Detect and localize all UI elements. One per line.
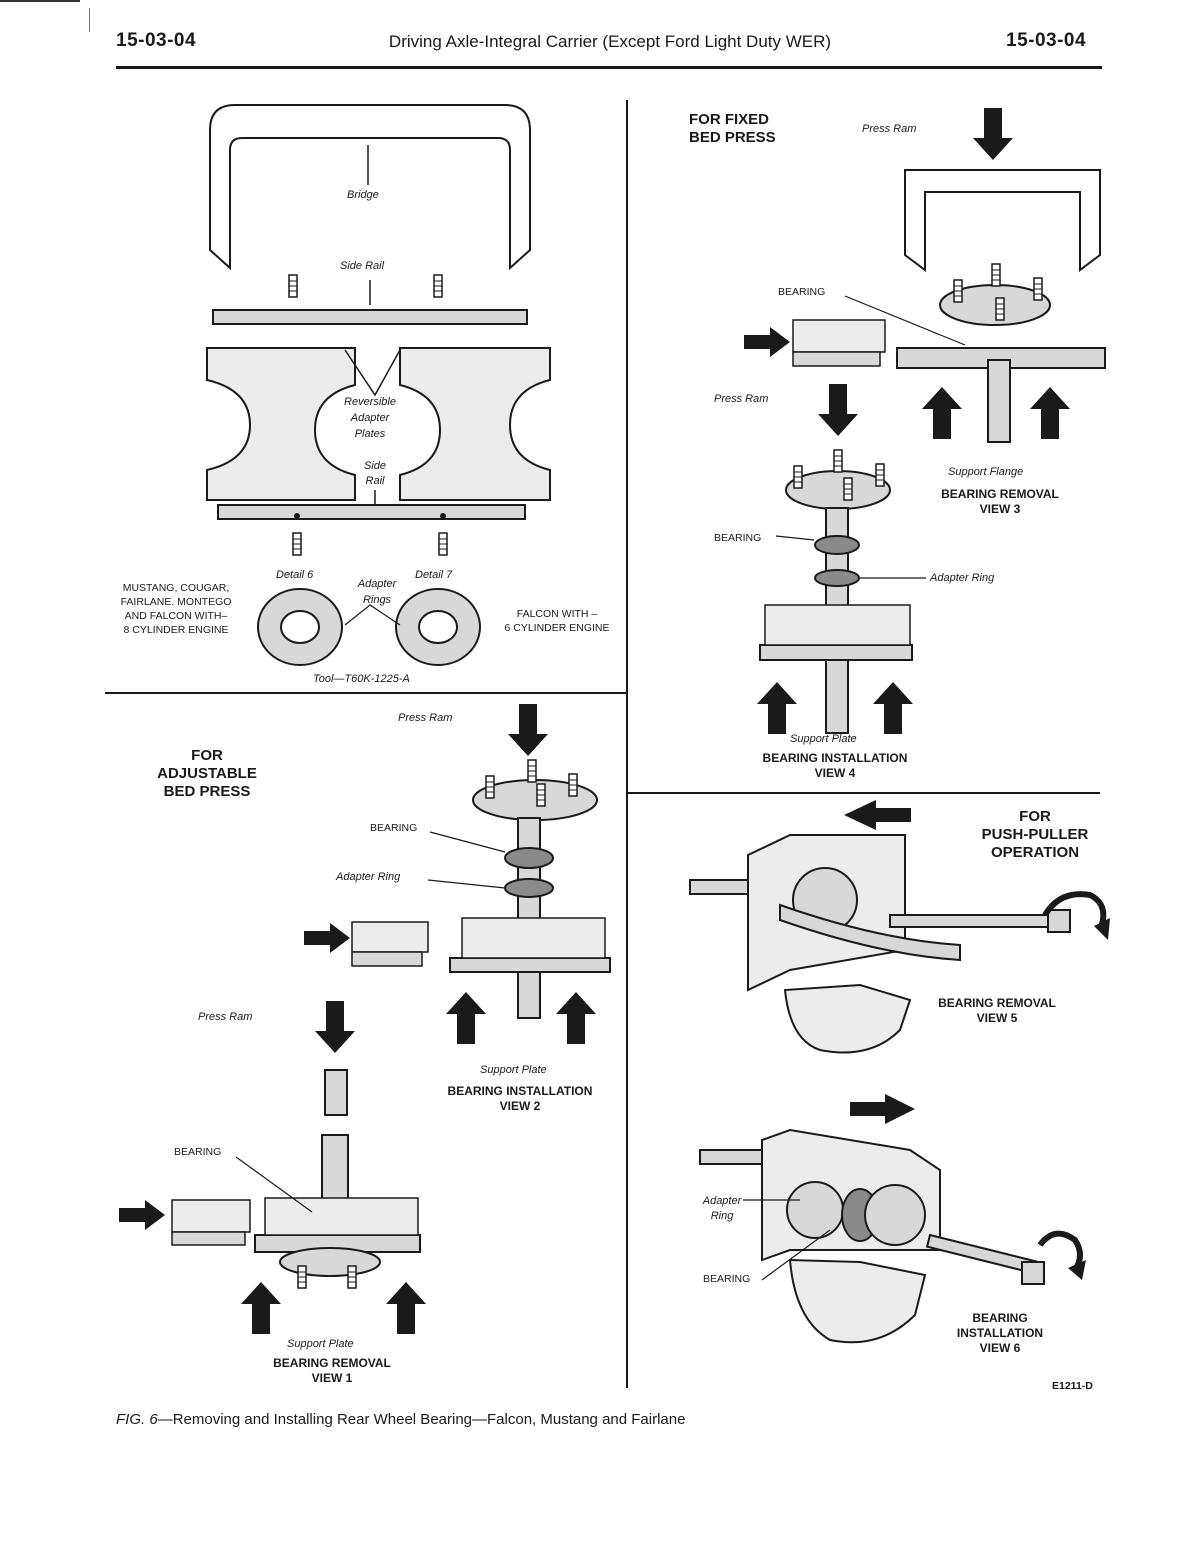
adapter-text: Adapter <box>350 412 390 424</box>
adjustable-heading-line-2: ADJUSTABLE <box>157 765 257 782</box>
support-plate-label-v1: Support Plate <box>287 1338 354 1350</box>
caption-v6-line-2: INSTALLATION <box>956 1326 1044 1340</box>
caption-v2-line-1: BEARING INSTALLATION <box>447 1084 593 1098</box>
caption-v4-line-1: BEARING INSTALLATION <box>762 751 908 765</box>
left-engine-note: MUSTANG, COUGAR, FAIRLANE. MONTEGO AND F… <box>108 581 244 637</box>
caption-view-4: BEARING INSTALLATION VIEW 4 <box>735 751 935 781</box>
caption-v1-line-1: BEARING REMOVAL <box>273 1356 391 1370</box>
left-note-line-3: AND FALCON WITH– <box>124 610 228 622</box>
push-puller-heading-line-1: FOR <box>1019 808 1051 825</box>
figure-caption: FIG. 6—Removing and Installing Rear Whee… <box>116 1411 685 1428</box>
header-rule <box>116 66 1102 69</box>
adapter-ring-v6-line-1: Adapter <box>702 1195 742 1207</box>
press-ram-label-v4: Press Ram <box>714 393 769 405</box>
caption-v6-line-1: BEARING <box>972 1311 1028 1325</box>
side-rail-bottom-label: Side Rail <box>355 459 395 489</box>
rail-text: Rail <box>365 475 385 487</box>
press-ram-label-v1: Press Ram <box>198 1011 253 1023</box>
support-flange-label: Support Flange <box>948 466 1024 478</box>
adjustable-heading-line-1: FOR <box>191 747 223 764</box>
caption-view-3: BEARING REMOVAL VIEW 3 <box>900 487 1100 517</box>
push-puller-heading-line-2: PUSH-PULLER <box>981 826 1089 843</box>
right-engine-note: FALCON WITH – 6 CYLINDER ENGINE <box>492 607 622 635</box>
adapter-ring-label-v2: Adapter Ring <box>336 871 401 883</box>
bridge-label: Bridge <box>347 189 379 201</box>
figure-caption-text: —Removing and Installing Rear Wheel Bear… <box>157 1411 686 1428</box>
fixed-heading-line-2: BED PRESS <box>689 129 776 146</box>
plates-text: Plates <box>354 428 386 440</box>
press-ram-label-v3: Press Ram <box>862 123 917 135</box>
corner-mark <box>0 0 80 2</box>
caption-view-1: BEARING REMOVAL VIEW 1 <box>232 1356 432 1386</box>
fixed-heading-line-1: FOR FIXED <box>689 111 770 128</box>
caption-v3-line-1: BEARING REMOVAL <box>941 487 1059 501</box>
right-note-line-1: FALCON WITH – <box>516 608 598 620</box>
left-note-line-2: FAIRLANE. MONTEGO <box>120 596 232 608</box>
adapter-ring-v6-line-2: Ring <box>710 1210 734 1222</box>
corner-tick <box>89 8 90 32</box>
detail-7-label: Detail 7 <box>415 569 453 581</box>
bearing-label-v6: BEARING <box>703 1273 751 1285</box>
adapter-rings-text-1: Adapter <box>357 578 397 590</box>
page-title: Driving Axle-Integral Carrier (Except Fo… <box>388 32 832 51</box>
figure-code: E1211-D <box>1052 1380 1093 1392</box>
push-puller-heading: FOR PUSH-PULLER OPERATION <box>960 808 1110 862</box>
reversible-text: Reversible <box>344 396 396 408</box>
bearing-label-v4: BEARING <box>714 532 762 544</box>
page-number-left: 15-03-04 <box>116 30 197 51</box>
adapter-ring-label-v6: Adapter Ring <box>694 1194 750 1224</box>
support-plate-label-v2: Support Plate <box>480 1064 547 1076</box>
caption-v5-line-2: VIEW 5 <box>976 1011 1018 1025</box>
adapter-rings-label: Adapter Rings <box>350 576 404 608</box>
caption-view-2: BEARING INSTALLATION VIEW 2 <box>420 1084 620 1114</box>
caption-v6-line-3: VIEW 6 <box>979 1341 1021 1355</box>
support-plate-label-v4: Support Plate <box>790 733 857 745</box>
adapter-rings-text-2: Rings <box>362 594 392 606</box>
bearing-label-v2: BEARING <box>370 822 418 834</box>
side-text: Side <box>363 460 387 472</box>
bearing-label-v3: BEARING <box>778 286 826 298</box>
left-note-line-4: 8 CYLINDER ENGINE <box>123 624 229 636</box>
fixed-bed-heading: FOR FIXED BED PRESS <box>689 111 776 147</box>
tool-number-label: Tool—T60K-1225-A <box>313 673 410 685</box>
adapter-ring-label-v4: Adapter Ring <box>930 572 995 584</box>
left-note-line-1: MUSTANG, COUGAR, <box>122 582 230 594</box>
adjustable-heading-line-3: BED PRESS <box>163 783 251 800</box>
caption-v5-line-1: BEARING REMOVAL <box>938 996 1056 1010</box>
figure-number: FIG. 6 <box>116 1411 158 1428</box>
caption-v3-line-2: VIEW 3 <box>979 502 1021 516</box>
detail-6-label: Detail 6 <box>276 569 314 581</box>
reversible-adapter-plates-label: Reversible Adapter Plates <box>340 394 400 442</box>
page-number-right: 15-03-04 <box>1006 30 1087 51</box>
side-rail-top-label: Side Rail <box>340 260 385 272</box>
caption-view-6: BEARING INSTALLATION VIEW 6 <box>925 1311 1075 1356</box>
right-note-line-2: 6 CYLINDER ENGINE <box>504 622 610 634</box>
press-ram-label-v2: Press Ram <box>398 712 453 724</box>
caption-v2-line-2: VIEW 2 <box>499 1099 541 1113</box>
adjustable-bed-heading: FOR ADJUSTABLE BED PRESS <box>132 747 282 801</box>
caption-v1-line-2: VIEW 1 <box>311 1371 353 1385</box>
caption-view-5: BEARING REMOVAL VIEW 5 <box>897 996 1097 1026</box>
bearing-label-v1: BEARING <box>174 1146 222 1158</box>
caption-v4-line-2: VIEW 4 <box>814 766 856 780</box>
push-puller-heading-line-3: OPERATION <box>990 844 1080 861</box>
